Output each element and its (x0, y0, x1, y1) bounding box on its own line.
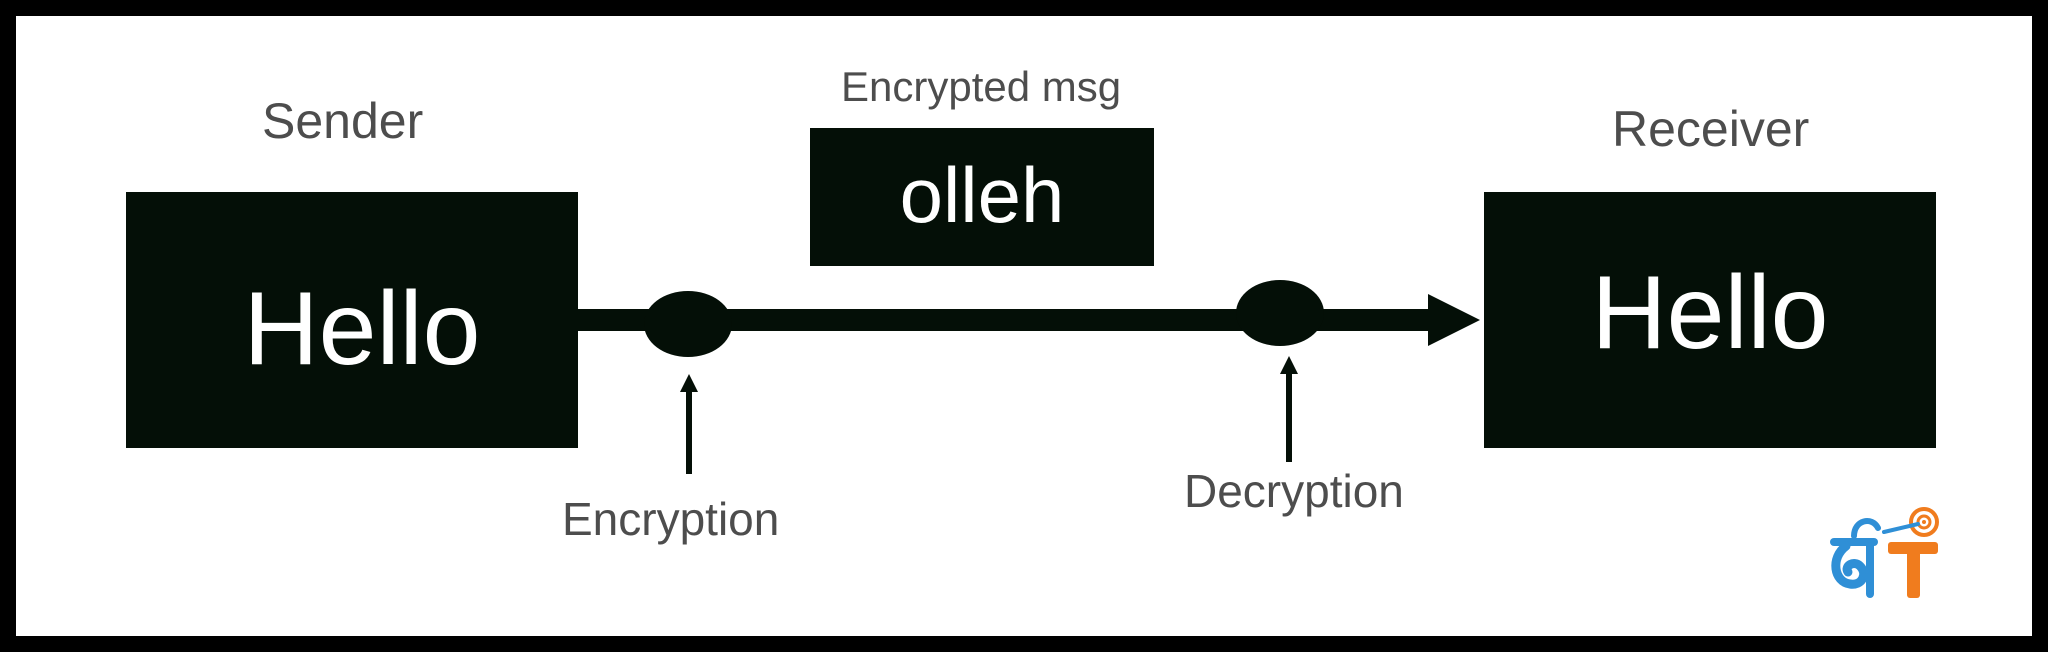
sender-label: Sender (262, 93, 424, 149)
brand-logo-icon (1830, 507, 1939, 598)
encryption-label: Encryption (562, 493, 780, 545)
sender-box: Hello (126, 192, 578, 448)
encryption-node (644, 291, 732, 357)
encrypted-message: olleh (899, 151, 1065, 239)
transmission-arrowhead (1428, 294, 1480, 346)
decryption-node (1236, 280, 1324, 346)
decryption-label: Decryption (1184, 465, 1404, 517)
encrypted-box: olleh (810, 128, 1154, 266)
encryption-pointer-shaft (686, 388, 692, 474)
encryption-pointer-head (680, 374, 698, 392)
encrypted-label: Encrypted msg (841, 63, 1122, 110)
decryption-pointer-head (1280, 356, 1298, 374)
transmission-line (576, 309, 1436, 331)
sender-message: Hello (243, 271, 481, 387)
receiver-label: Receiver (1612, 101, 1810, 157)
receiver-box: Hello (1484, 192, 1936, 448)
decryption-pointer-shaft (1286, 370, 1292, 462)
receiver-message: Hello (1591, 255, 1829, 371)
